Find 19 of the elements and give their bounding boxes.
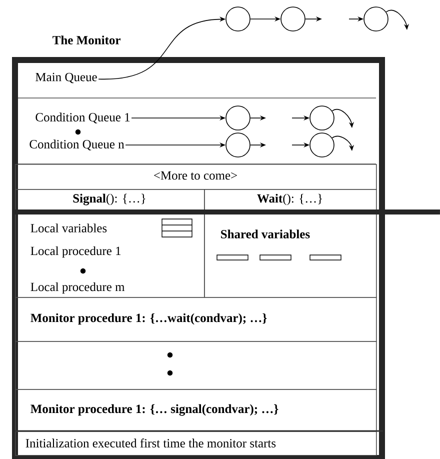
queue-label: Condition Queue 1 — [36, 112, 130, 124]
box-heading: The Monitor — [52, 36, 120, 44]
queue-element-circle — [226, 6, 250, 32]
initialization-row: Initialization executed first time the monitor starts — [15, 431, 377, 456]
method-cell: Signal(): {…} — [15, 189, 205, 213]
queue-element-circle — [364, 6, 388, 32]
table-cell: <More to come> — [15, 164, 377, 190]
shared-variables-cell: Shared variables — [204, 212, 377, 298]
queue-element-circle — [280, 6, 306, 32]
method-cell: Wait(): {…} — [204, 189, 377, 213]
queue-element-circle — [226, 106, 250, 130]
procedure-row: Monitor procedure 1: {… signal(condvar); …} — [15, 389, 377, 432]
queue-element-circle — [310, 106, 334, 130]
ellipsis-row — [15, 341, 377, 390]
queue-label: Main Queue — [36, 72, 97, 84]
procedure-row: Monitor procedure 1: {…wait(condvar); …} — [15, 297, 377, 342]
queue-label: Condition Queue n — [30, 140, 124, 150]
queue-element-circle — [310, 132, 334, 158]
queue-element-circle — [226, 132, 250, 158]
